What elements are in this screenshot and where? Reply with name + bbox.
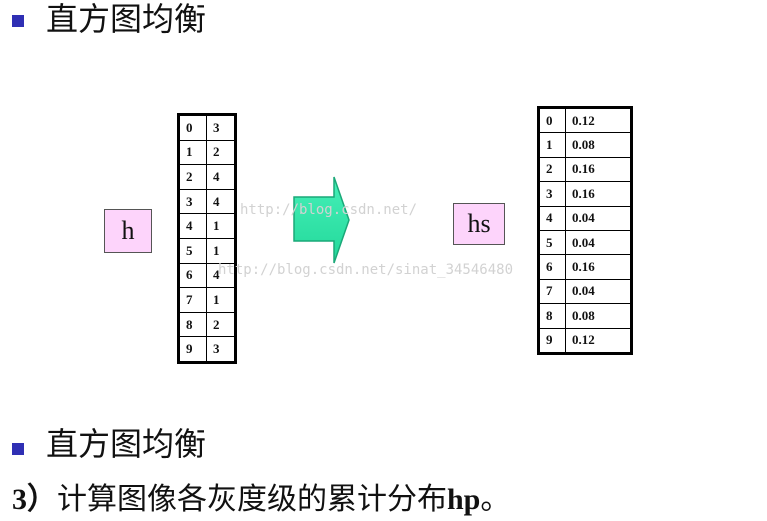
value-cell: 2 — [206, 311, 236, 338]
value-cell: 1 — [206, 213, 236, 239]
gray-level-cell: 6 — [178, 262, 207, 289]
value-cell: 0.12 — [565, 106, 632, 134]
watermark-url-2: http://blog.csdn.net/sinat_34546480 — [218, 262, 514, 278]
gray-level-cell: 9 — [178, 336, 207, 363]
slide-heading-1: 直方图均衡 — [46, 0, 207, 38]
gray-level-cell: 8 — [538, 303, 566, 329]
value-cell: 0.16 — [565, 254, 632, 280]
gray-level-cell: 7 — [178, 287, 207, 313]
gray-level-cell: 5 — [538, 229, 566, 256]
step-3-text: 3）计算图像各灰度级的累计分布hp。 — [12, 482, 510, 518]
gray-level-cell: 2 — [538, 156, 566, 183]
h-label-box: h — [104, 209, 152, 253]
value-cell: 4 — [206, 188, 236, 215]
gray-level-cell: 0 — [178, 114, 207, 141]
value-cell: 0.08 — [565, 132, 632, 158]
gray-level-cell: 8 — [178, 311, 207, 338]
value-cell: 0.16 — [565, 181, 632, 207]
gray-level-cell: 7 — [538, 278, 566, 305]
gray-level-cell: 1 — [538, 132, 566, 158]
step-end: 。 — [480, 482, 511, 517]
value-cell: 0.04 — [565, 229, 632, 256]
value-cell: 2 — [206, 139, 236, 166]
hs-label-box: hs — [453, 203, 505, 245]
value-cell: 0.04 — [565, 205, 632, 231]
step-description: 计算图像各灰度级的累计分布 — [57, 482, 447, 517]
gray-level-cell: 3 — [538, 181, 566, 207]
value-cell: 0.08 — [565, 303, 632, 329]
gray-level-cell: 3 — [178, 188, 207, 215]
value-cell: 0.12 — [565, 327, 632, 354]
gray-level-cell: 2 — [178, 164, 207, 190]
gray-level-cell: 1 — [178, 139, 207, 166]
gray-level-cell: 4 — [178, 213, 207, 239]
gray-level-cell: 6 — [538, 254, 566, 280]
value-cell: 0.04 — [565, 278, 632, 305]
step-variable: hp — [447, 483, 481, 516]
watermark-url-1: http://blog.csdn.net/ — [240, 202, 418, 218]
right-arrow-icon — [293, 176, 350, 264]
heading-bullet-1 — [12, 15, 24, 27]
value-cell: 3 — [206, 114, 236, 141]
gray-level-cell: 0 — [538, 106, 566, 134]
value-cell: 4 — [206, 164, 236, 190]
value-cell: 1 — [206, 237, 236, 264]
value-cell: 3 — [206, 336, 236, 363]
gray-level-cell: 9 — [538, 327, 566, 354]
value-cell: 1 — [206, 287, 236, 313]
heading-bullet-2 — [12, 443, 24, 455]
step-number: 3） — [12, 483, 57, 516]
value-cell: 0.16 — [565, 156, 632, 183]
gray-level-cell: 4 — [538, 205, 566, 231]
slide-heading-2: 直方图均衡 — [46, 425, 207, 463]
gray-level-cell: 5 — [178, 237, 207, 264]
